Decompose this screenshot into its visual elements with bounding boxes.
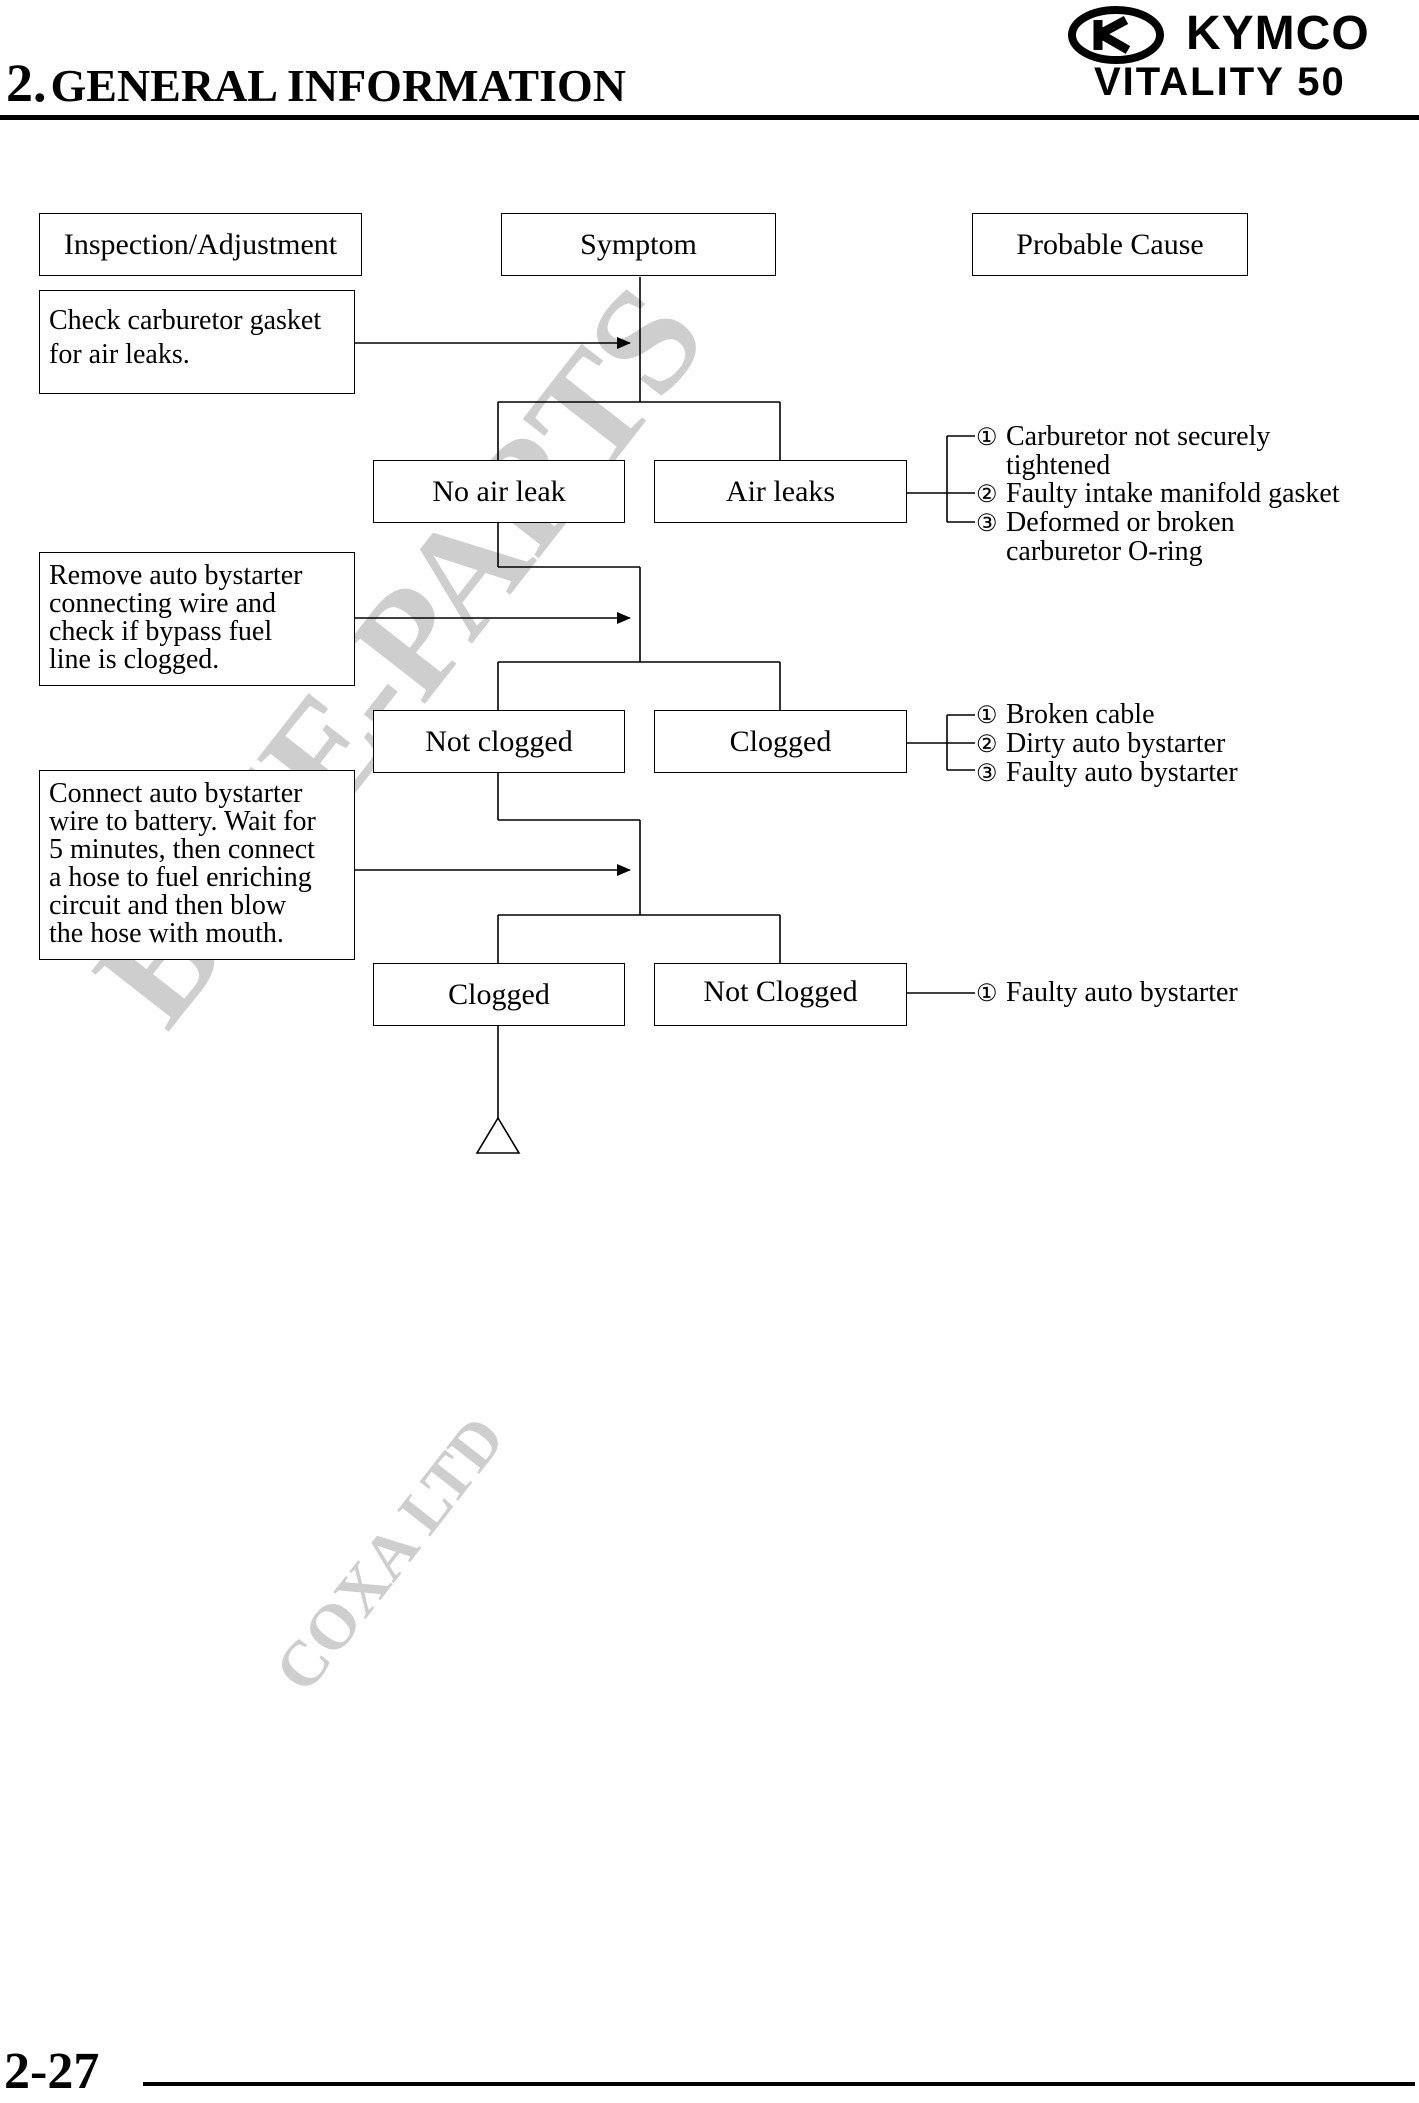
cause-list-1: ① Carburetor not securely tightened ② Faul… — [976, 423, 1340, 566]
inspection-step-3-line: a hose to fuel enriching — [49, 862, 312, 893]
cause-item: ① Faulty auto bystarter — [976, 979, 1238, 1008]
inspection-step-2-line: line is clogged. — [49, 644, 220, 675]
symptom-not-clogged: Not clogged — [373, 710, 625, 773]
symptom-air-leaks: Air leaks — [654, 460, 907, 523]
cause-text: tightened — [1006, 450, 1111, 481]
inspection-step-3-line: circuit and then blow — [49, 890, 287, 921]
cause-text: Faulty auto bystarter — [1006, 757, 1238, 788]
column-header-inspection-label: Inspection/Adjustment — [63, 227, 338, 261]
brand-logo: KYMCO — [1068, 6, 1414, 64]
symptom-not-clogged-final: Not Clogged — [654, 963, 907, 1026]
cause-number: ③ — [976, 761, 998, 787]
cause-text: Broken cable — [1006, 699, 1155, 730]
inspection-step-3-line: Connect auto bystarter — [49, 778, 303, 809]
cause-item: ③ Faulty auto bystarter — [976, 759, 1238, 788]
inspection-step-2-line: connecting wire and — [49, 588, 277, 619]
column-header-cause-label: Probable Cause — [1016, 227, 1204, 261]
cause-list-3: ① Faulty auto bystarter — [976, 979, 1238, 1008]
chapter-title: GENERAL INFORMATION — [50, 60, 626, 111]
cause-text: Faulty intake manifold gasket — [1006, 478, 1340, 509]
cause-number: ① — [976, 981, 998, 1007]
symptom-no-air-leak: No air leak — [373, 460, 625, 523]
model-name: VITALITY 50 — [1094, 60, 1346, 104]
symptom-not-clogged-label: Not clogged — [425, 724, 573, 758]
brand-name: KYMCO — [1186, 7, 1370, 60]
cause-text: Dirty auto bystarter — [1006, 728, 1226, 759]
inspection-step-1: Check carburetor gasket for air leaks. — [39, 290, 355, 394]
cause-number: ① — [976, 425, 998, 451]
cause-item: carburetor O-ring — [976, 538, 1340, 566]
cause-text: carburetor O-ring — [1006, 536, 1203, 567]
symptom-clogged-label: Clogged — [729, 724, 832, 758]
symptom-clogged-final-label: Clogged — [448, 977, 550, 1011]
symptom-not-clogged-final-label: Not Clogged — [703, 974, 858, 1008]
inspection-step-2: Remove auto bystarter connecting wire an… — [39, 552, 355, 686]
inspection-step-2-line: check if bypass fuel — [49, 616, 273, 647]
cause-item: ① Carburetor not securely — [976, 423, 1340, 452]
inspection-step-3-line: 5 minutes, then connect — [49, 834, 315, 865]
column-header-symptom-label: Symptom — [580, 227, 697, 261]
cause-number: ① — [976, 703, 998, 729]
inspection-step-2-line: Remove auto bystarter — [49, 560, 303, 591]
chapter-heading: 2. GENERAL INFORMATION — [6, 52, 626, 114]
column-header-symptom: Symptom — [501, 213, 776, 276]
symptom-clogged: Clogged — [654, 710, 907, 773]
cause-item: tightened — [976, 452, 1340, 480]
page-number: 2-27 — [4, 2043, 100, 2100]
cause-list-2: ① Broken cable ② Dirty auto bystarter ③ Fau… — [976, 701, 1238, 788]
inspection-step-1-line: Check carburetor gasket — [49, 305, 322, 336]
symptom-air-leaks-label: Air leaks — [725, 474, 836, 508]
cause-item: ② Faulty intake manifold gasket — [976, 480, 1340, 509]
cause-text: Deformed or broken — [1006, 507, 1235, 538]
column-header-inspection: Inspection/Adjustment — [39, 213, 362, 276]
cause-item: ③ Deformed or broken — [976, 509, 1340, 538]
cause-item: ① Broken cable — [976, 701, 1238, 730]
inspection-step-1-line: for air leaks. — [49, 339, 190, 370]
column-header-cause: Probable Cause — [972, 213, 1248, 276]
symptom-clogged-final: Clogged — [373, 963, 625, 1026]
continue-triangle-icon — [475, 1116, 521, 1154]
cause-number: ③ — [976, 511, 998, 537]
inspection-step-3: Connect auto bystarter wire to battery. … — [39, 770, 355, 960]
cause-text: Faulty auto bystarter — [1006, 977, 1238, 1008]
cause-text: Carburetor not securely — [1006, 421, 1271, 452]
footer-rule — [143, 2082, 1415, 2086]
inspection-step-3-line: wire to battery. Wait for — [49, 806, 316, 837]
cause-number: ② — [976, 732, 998, 758]
symptom-no-air-leak-label: No air leak — [432, 474, 566, 508]
inspection-step-3-line: the hose with mouth. — [49, 918, 284, 949]
cause-item: ② Dirty auto bystarter — [976, 730, 1238, 759]
header-rule — [0, 115, 1419, 120]
kymco-logo-icon — [1068, 6, 1164, 64]
cause-number: ② — [976, 482, 998, 508]
chapter-number: 2. — [6, 53, 47, 113]
